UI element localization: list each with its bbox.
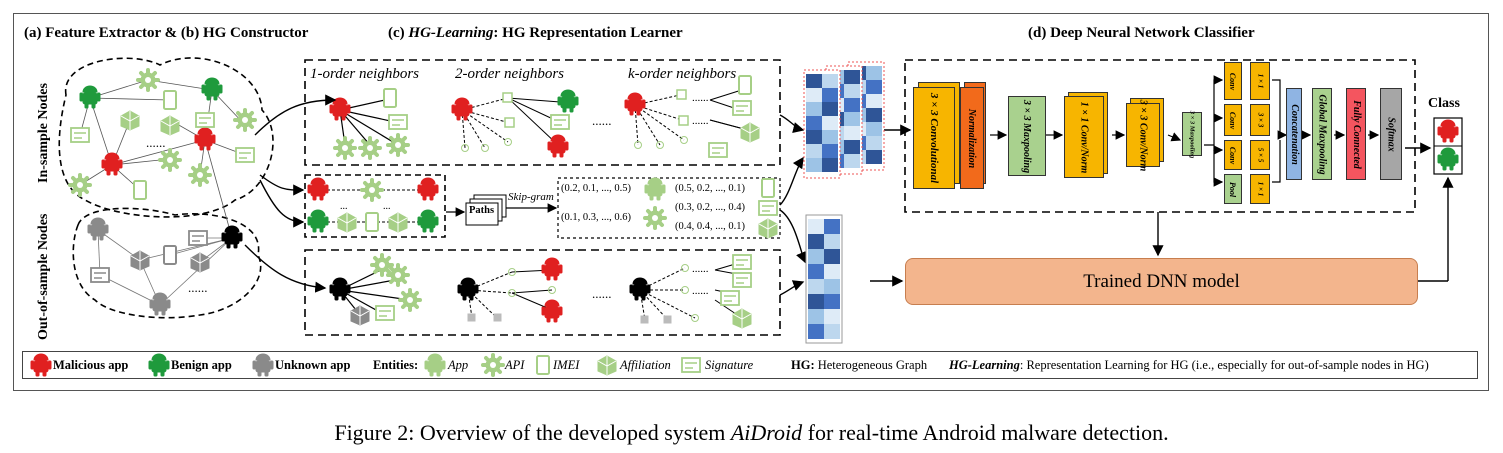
figure-caption: Figure 2: Overview of the developed syst…	[0, 420, 1503, 446]
legend-hg-text: Heterogeneous Graph	[817, 358, 928, 372]
softmax-layer: Softmax	[1380, 88, 1402, 180]
trained-dnn-model: Trained DNN model	[905, 258, 1418, 305]
legend-api-icon	[481, 353, 505, 377]
label-2-order: 2-order neighbors	[455, 66, 565, 82]
benign-app-node	[79, 85, 101, 109]
heading-feature-extractor: (a) Feature Extractor & (b) HG Construct…	[24, 25, 309, 41]
inception-1x1-a: 1 × 1	[1250, 62, 1270, 100]
legend-imei: IMEI	[553, 358, 580, 372]
legend-app: App	[448, 358, 469, 372]
legend-hg: HG: Heterogeneous Graph	[791, 358, 927, 373]
conv3x3-layer: 3 × 3 Conv/Norm	[1126, 99, 1160, 171]
global-maxpool-layer: Global Maxpooling	[1312, 88, 1332, 180]
svg-text:......: ......	[188, 280, 208, 295]
conv-layer: 3 × 3 Convolutional	[913, 87, 955, 189]
vector-4: (0.3, 0.2, ..., 0.4)	[675, 202, 745, 213]
imei-node	[163, 90, 177, 110]
label-1-order: 1-order neighbors	[310, 66, 420, 82]
heading-c-rest: : HG Representation Learner	[493, 25, 683, 41]
vector-3: (0.5, 0.2, ..., 0.1)	[675, 183, 745, 194]
legend-imei-icon	[536, 355, 550, 375]
paths-box	[304, 174, 446, 238]
caption-system-name: AiDroid	[730, 420, 803, 445]
out-sample-edges	[97, 229, 233, 306]
heading-c-italic: HG-Learning	[408, 25, 494, 41]
label-k-order: k-order neighbors	[628, 66, 737, 82]
maxpool-small-layer: 3 × 3 Maxpooling	[1182, 110, 1202, 158]
legend-affiliation-icon	[597, 355, 617, 376]
legend-hg-bold: HG:	[791, 358, 815, 372]
maxpool-layer: 3 × 3 Maxpooling	[1008, 96, 1046, 176]
conv1x1-layer: 1 × 1 Conv/Norm	[1064, 96, 1104, 178]
skipgram-label: Skip-gram	[508, 191, 554, 203]
concatenation-layer: Concatenation	[1286, 88, 1302, 180]
vector-2: (0.1, 0.3, ..., 0.6)	[561, 212, 631, 223]
in-sample-cloud	[58, 57, 274, 218]
heading-dnn-classifier: (d) Deep Neural Network Classifier	[1028, 25, 1255, 41]
affiliation-node	[120, 110, 140, 131]
inception-3x3-b: 3 × 3	[1250, 104, 1270, 136]
inception-conv-c: Conv	[1224, 140, 1242, 170]
heading-c-prefix: (c)	[388, 25, 409, 41]
inception-conv-a: Conv	[1224, 62, 1242, 100]
svg-text:......: ......	[692, 92, 709, 104]
svg-text:......: ......	[692, 115, 709, 127]
dots-neighbors: ......	[592, 113, 612, 128]
vector-1: (0.2, 0.1, ..., 0.5)	[561, 183, 631, 194]
legend-signature: Signature	[705, 358, 754, 372]
figure-frame	[13, 13, 1489, 391]
inception-pool-d: Pool	[1224, 174, 1242, 204]
legend-unknown: Unknown app	[275, 358, 351, 372]
svg-text:......: ......	[146, 135, 166, 150]
api-node	[136, 68, 160, 92]
out-embedding-matrix	[805, 214, 843, 344]
out-sample-cloud	[72, 207, 262, 319]
legend-malicious: Malicious app	[53, 358, 129, 372]
legend-hgl-text: : Representation Learning for HG (i.e., …	[1019, 358, 1429, 372]
legend-bar: Malicious app Benign app Unknown app Ent…	[22, 351, 1478, 379]
legend-benign: Benign app	[171, 358, 232, 372]
class-label: Class	[1428, 96, 1460, 111]
legend-app-icon	[424, 353, 446, 377]
vector-5: (0.4, 0.4, ..., 0.1)	[675, 221, 745, 232]
neighbors-box	[304, 59, 781, 166]
embedding-matrix-stack	[803, 61, 885, 179]
norm-layer: Normalization	[960, 87, 984, 189]
classifier-box	[904, 59, 1416, 213]
svg-text:......: ......	[592, 286, 612, 301]
legend-api: API	[505, 358, 525, 372]
heading-hg-learning: (c) HG-Learning: HG Representation Learn…	[388, 25, 683, 42]
caption-prefix: Figure 2: Overview of the developed syst…	[334, 420, 731, 445]
out-neighbors-box	[304, 249, 781, 336]
paths-label: Paths	[469, 205, 495, 216]
svg-text:......: ......	[692, 285, 709, 297]
svg-text:...: ...	[383, 201, 391, 212]
legend-affiliation: Affiliation	[620, 358, 671, 372]
legend-entities: Entities:	[373, 358, 419, 372]
caption-suffix: for real-time Android malware detection.	[802, 420, 1169, 445]
embedding-box	[557, 177, 781, 239]
legend-signature-icon	[681, 357, 701, 373]
inception-1x1-d: 1 × 1	[1250, 174, 1270, 204]
signature-node	[70, 127, 90, 143]
inception-conv-b: Conv	[1224, 104, 1242, 136]
legend-hgl-bold: HG-Learning	[949, 358, 1020, 372]
inception-5x5-c: 5 × 5	[1250, 140, 1270, 170]
legend-hg-learning: HG-Learning: Representation Learning for…	[949, 358, 1429, 373]
svg-text:...: ...	[340, 201, 348, 212]
fully-connected-layer: Fully Connected	[1346, 88, 1366, 180]
svg-text:......: ......	[692, 263, 709, 275]
